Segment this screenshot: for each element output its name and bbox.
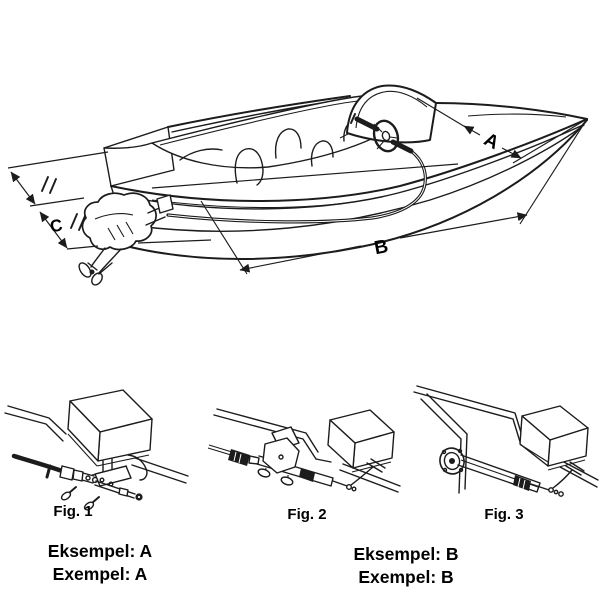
steering-cable: [11, 453, 65, 474]
extension-line: [200, 200, 248, 275]
figure-2-label: Fig. 2: [287, 506, 326, 523]
dimension-c-group: C: [7, 151, 459, 250]
propeller-blade: [91, 272, 103, 286]
propeller-blade: [78, 262, 92, 278]
dimension-line-a: [463, 125, 481, 136]
seat-back: [179, 148, 223, 161]
dimension-label-c: C: [48, 216, 63, 237]
reference-line-middle: [29, 163, 459, 207]
dimension-line-b: [399, 212, 528, 239]
equal-tick-mark: [70, 213, 86, 231]
figure-1-label: Fig. 1: [53, 503, 92, 520]
helm-shaft: [354, 116, 380, 132]
equal-tick-mark: [41, 176, 57, 194]
caption-left-line-2: Exempel: A: [53, 564, 148, 584]
captions: Eksempel: A Exempel: A Eksempel: B Exemp…: [48, 541, 459, 587]
wing-nut: [257, 468, 271, 478]
figure-1-drawing: Fig. 1: [4, 389, 189, 520]
dimension-line-b: [239, 245, 362, 273]
figure-3-label: Fig. 3: [484, 506, 523, 523]
transom: [103, 126, 175, 187]
near-gunwale: [110, 118, 588, 202]
steering-wheel: [372, 119, 400, 153]
boat-overview-drawing: [78, 84, 588, 286]
caption-left-line-1: Eksempel: A: [48, 541, 153, 561]
clamp-screw-handle: [83, 501, 95, 511]
extension-line: [519, 118, 588, 225]
dimension-label-b: B: [373, 236, 390, 259]
dimension-line-upper: [10, 171, 36, 205]
hull-silhouette: [111, 119, 587, 259]
figure-2-drawing: Fig. 2: [207, 408, 401, 523]
keel-line: [129, 119, 588, 260]
caption-right-line-1: Eksempel: B: [353, 544, 458, 564]
extension-line: [512, 118, 588, 164]
dimension-line-a: [501, 147, 522, 159]
seat-back: [310, 140, 334, 167]
caption-right-line-2: Exempel: B: [358, 567, 453, 587]
dimension-b-group: B: [200, 118, 588, 275]
wing-nut: [280, 476, 294, 486]
seat-back: [274, 128, 302, 159]
figure-3-drawing: Fig. 3: [413, 385, 599, 523]
outboard-motor: [78, 192, 174, 286]
clamp-screw-handle: [60, 491, 72, 501]
extension-line: [416, 97, 473, 132]
cable-end-fitting: [228, 449, 250, 466]
windshield: [346, 84, 437, 144]
dimension-line-c: [39, 211, 68, 249]
reference-line-top: [7, 151, 109, 169]
dimension-label-a: A: [480, 129, 502, 154]
reference-line-bottom: [66, 239, 212, 250]
